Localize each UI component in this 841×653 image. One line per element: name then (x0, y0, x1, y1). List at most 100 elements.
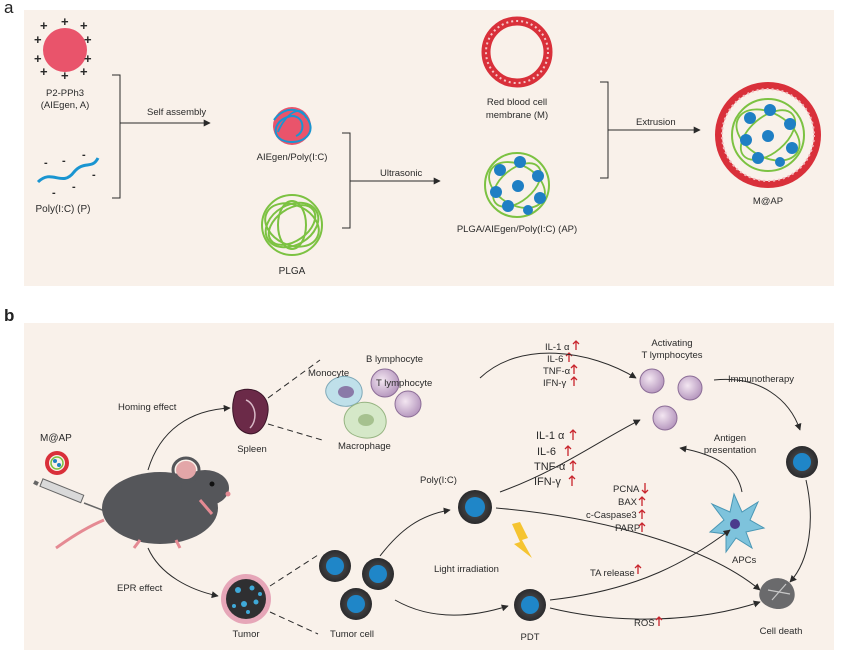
b-map-label: M@AP (40, 433, 72, 444)
svg-text:+: + (61, 68, 69, 83)
cyto-mid-3: IFN-γ (534, 476, 561, 488)
pdt-tumor-cell (514, 589, 546, 621)
aiegen-polyic-label: AIEgen/Poly(I:C) (257, 152, 328, 163)
arrow-ta-release (549, 529, 731, 601)
svg-text:+: + (34, 51, 42, 66)
polyic-tumor-cell (458, 490, 492, 524)
bracket-extrusion (600, 81, 700, 179)
svg-text:+: + (40, 18, 48, 33)
macrophage-cell (343, 401, 387, 439)
ta-release-arrow (634, 564, 642, 574)
b-lymphocyte-cell (370, 368, 400, 398)
bracket-self-assembly (112, 74, 210, 199)
light-label: Light irradiation (434, 564, 499, 575)
panel-b-label: b (4, 306, 15, 325)
cytokines-top: IL-1 α IL-6 TNF-α IFN-γ (543, 340, 580, 389)
ultrasonic-label: Ultrasonic (380, 168, 422, 179)
bracket-ultrasonic (342, 132, 440, 229)
p2-sub: (AIEgen, A) (41, 100, 90, 111)
homing-label: Homing effect (118, 402, 177, 413)
rbc-membrane (481, 16, 553, 88)
marker-2: c-Caspase3 (586, 510, 637, 521)
tumor-cell-label: Tumor cell (330, 629, 374, 640)
cyto-mid-1: IL-6 (537, 446, 556, 458)
cyto-top-3: IFN-γ (543, 378, 566, 389)
cyto-mid-0: IL-1 α (536, 430, 565, 442)
ap-particle (484, 152, 550, 218)
dead-cell (759, 578, 795, 610)
arrow-ros (549, 600, 761, 620)
b-map-particle (45, 451, 69, 475)
map-particle (715, 82, 821, 188)
svg-text:-: - (62, 155, 66, 167)
plga-label: PLGA (279, 266, 306, 277)
marker-0: PCNA (613, 484, 640, 495)
antigen-label-2: presentation (704, 445, 756, 456)
svg-text:+: + (84, 51, 92, 66)
svg-text:+: + (40, 64, 48, 79)
svg-text:+: + (80, 64, 88, 79)
spleen-zoom-lines (267, 359, 323, 441)
arrow-cluster-to-polyic (379, 507, 451, 557)
apoptosis-markers: PCNA BAX c-Caspase3 PARP (586, 483, 649, 534)
svg-text:-: - (82, 149, 86, 161)
t-lymphocyte-cell (394, 390, 422, 418)
svg-text:-: - (92, 169, 96, 181)
t-lymphocyte-label: T lymphocyte (376, 378, 432, 389)
cytokines-mid: IL-1 α IL-6 TNF-α IFN-γ (534, 429, 577, 488)
svg-text:-: - (44, 157, 48, 169)
rbc-label-1: Red blood cell (487, 97, 547, 108)
immunotherapy-label: Immunotherapy (728, 374, 794, 385)
ros-label: ROS (634, 618, 655, 629)
arrow-cluster-to-pdt (394, 599, 509, 616)
p2-name: P2-PPh3 (46, 88, 84, 99)
spleen-icon (232, 388, 269, 435)
target-tumor-cell (786, 446, 818, 478)
arrow-polyic-to-tcell (499, 419, 641, 493)
svg-text:+: + (61, 14, 69, 29)
svg-text:+: + (80, 18, 88, 33)
panel-a-label: a (4, 0, 14, 17)
marker-3: PARP (615, 523, 640, 534)
polyic-label: Poly(I:C) (P) (36, 204, 91, 215)
antigen-label-1: Antigen (714, 433, 746, 444)
arrow-epr (147, 547, 219, 599)
ta-release-label: TA release (590, 568, 635, 579)
ap-label: PLGA/AIEgen/Poly(I:C) (AP) (457, 224, 577, 235)
aiegen-sphere: ++ ++ ++ ++ ++ (34, 14, 92, 83)
cyto-top-1: IL-6 (547, 354, 563, 365)
pdt-label: PDT (521, 632, 540, 643)
tumor-cell-cluster (319, 550, 394, 620)
tumor-zoom-lines (269, 554, 319, 635)
syringe-icon (33, 478, 111, 514)
aiegen-polyic-ball (273, 107, 312, 145)
svg-text:-: - (72, 181, 76, 193)
spleen-label: Spleen (237, 444, 267, 455)
tumor-label: Tumor (232, 629, 259, 640)
macrophage-label: Macrophage (338, 441, 391, 452)
tumor-mass (221, 574, 271, 624)
svg-text:+: + (84, 32, 92, 47)
cyto-mid-2: TNF-α (534, 461, 566, 473)
activating-label-1: Activating (651, 338, 692, 349)
apcs-label: APCs (732, 555, 757, 566)
ros-arrow (655, 616, 663, 626)
epr-label: EPR effect (117, 583, 163, 594)
arrow-tcell-to-death (789, 479, 811, 583)
arrow-spleen-to-tcell (479, 352, 637, 379)
activating-label-2: T lymphocytes (641, 350, 702, 361)
panel-a (24, 10, 834, 286)
marker-1: BAX (618, 497, 638, 508)
self-assembly-label: Self assembly (147, 107, 206, 118)
monocyte-cell (325, 375, 363, 407)
cell-death-label: Cell death (760, 626, 803, 637)
polyic-b-label: Poly(I:C) (420, 475, 457, 486)
cyto-top-2: TNF-α (543, 366, 571, 377)
apc-cell (708, 492, 766, 554)
plga-ball (261, 194, 323, 256)
monocyte-label: Monocyte (308, 368, 349, 379)
polyic-strand: --- --- (36, 149, 100, 199)
activated-t-cells (639, 368, 703, 431)
cyto-top-0: IL-1 α (545, 342, 570, 353)
